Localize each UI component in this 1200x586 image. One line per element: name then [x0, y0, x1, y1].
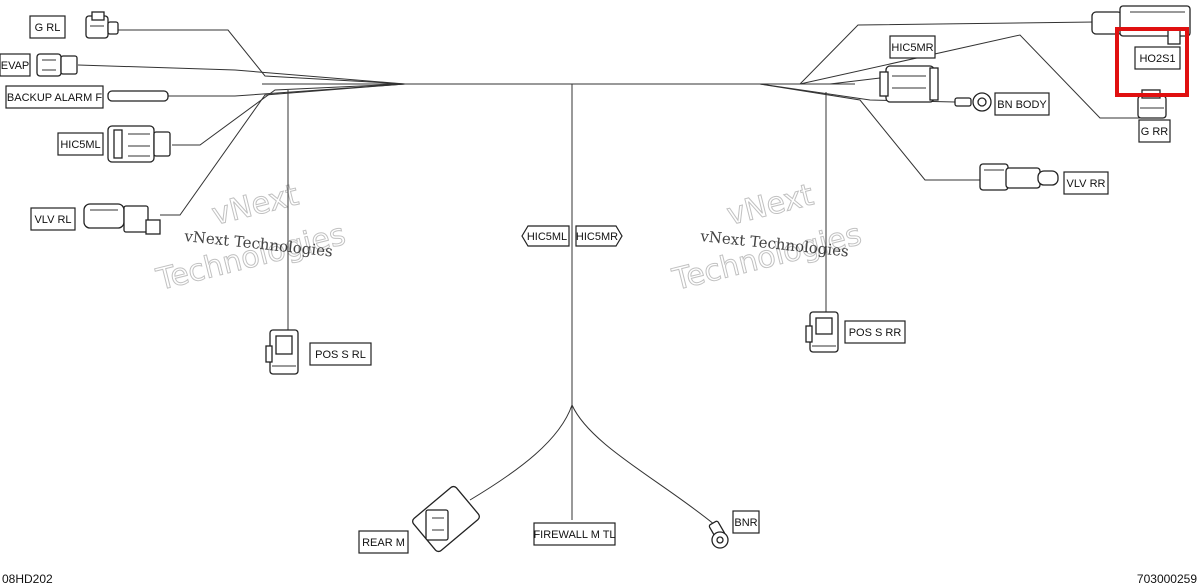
label-text: EVAP [1, 60, 30, 72]
hic5ml-left-wire [172, 83, 406, 146]
bnr-wire [571, 404, 716, 526]
g-rr-wire [799, 34, 1140, 119]
label-vlv-rr: VLV RR [1063, 171, 1109, 195]
label-text: G RR [1141, 126, 1169, 138]
right-branches [738, 21, 1140, 315]
evap-wire [77, 64, 406, 85]
label-text: HIC5ML [527, 231, 567, 243]
label-text: HIC5MR [891, 42, 933, 54]
footer-left-code: 08HD202 [2, 572, 53, 586]
label-text: VLV RL [34, 214, 71, 226]
label-text: VLV RR [1067, 178, 1106, 190]
label-ho2s1: HO2S1 [1134, 46, 1181, 70]
connector-bnr [708, 520, 729, 549]
rear-m-wire [469, 404, 573, 501]
connector-hic5mr-right [879, 65, 939, 103]
label-text: POS S RR [849, 327, 902, 339]
label-hic5mr-center: HIC5MR [575, 225, 623, 247]
g-rl-wire [108, 29, 406, 85]
label-text: HO2S1 [1139, 53, 1175, 65]
connector-pos-s-rl [265, 329, 299, 375]
connector-pos-s-rr [805, 311, 839, 353]
label-text: BACKUP ALARM F [7, 92, 102, 104]
label-text: POS S RL [315, 349, 366, 361]
label-pos-s-rr: POS S RR [844, 320, 906, 344]
label-g-rl: G RL [29, 15, 66, 39]
label-text: HIC5ML [60, 139, 100, 151]
label-vlv-rl: VLV RL [30, 207, 76, 231]
label-bn-body: BN BODY [994, 92, 1050, 116]
ho2s1-highlight-box [1115, 27, 1189, 97]
connector-vlv-rl [83, 203, 161, 235]
label-bnr: BNR [732, 510, 760, 534]
label-firewall-m-tl: FIREWALL M TL [533, 522, 616, 546]
label-text: HIC5MR [576, 231, 618, 243]
connector-hic5ml-left [107, 125, 171, 163]
label-text: BNR [734, 517, 757, 529]
label-text: REAR M [362, 537, 405, 549]
vlv-rl-wire [160, 83, 406, 216]
watermark-text: vNext [723, 178, 817, 233]
label-pos-s-rl: POS S RL [309, 342, 372, 366]
watermark-left: vNext Technologies vNext Technologies [152, 177, 349, 298]
footer-right-code: 703000259 [1137, 572, 1197, 586]
left-branches [77, 29, 406, 330]
label-evap: EVAP [0, 53, 31, 77]
connector-backup-alarm-f [107, 90, 169, 102]
label-rear-m: REAR M [358, 530, 409, 554]
hic5mr-right-wire [738, 77, 881, 85]
connector-vlv-rr [979, 163, 1059, 191]
label-hic5mr-right: HIC5MR [889, 35, 936, 59]
label-hic5ml-center: HIC5ML [521, 225, 570, 247]
connector-evap [36, 53, 78, 77]
label-text: G RL [35, 22, 61, 34]
label-g-rr: G RR [1138, 119, 1171, 143]
label-text: BN BODY [997, 99, 1047, 111]
connector-bn-body [954, 92, 992, 112]
connector-g-rl [85, 11, 119, 39]
label-text: FIREWALL M TL [533, 529, 615, 541]
label-hic5ml-left: HIC5ML [57, 132, 104, 156]
label-backup-alarm-f: BACKUP ALARM F [5, 85, 104, 109]
watermark-right: vNext Technologies vNext Technologies [668, 177, 865, 298]
connector-rear-m [412, 485, 480, 553]
vlv-rr-wire [759, 83, 980, 181]
connector-ho2s1 [1091, 5, 1191, 45]
harness-trunk [262, 83, 855, 526]
